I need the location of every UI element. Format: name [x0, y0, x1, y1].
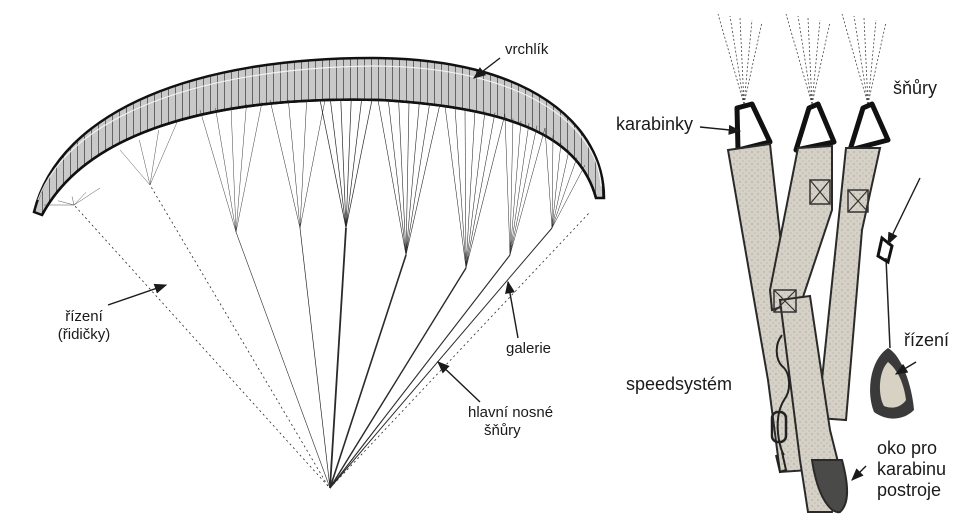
label-harness-loop-line1: oko pro [877, 438, 946, 459]
label-harness-loop-line3: postroje [877, 480, 946, 501]
label-gallery-lines: galerie [506, 340, 551, 358]
label-brakes: řízení [904, 330, 949, 351]
canopy [34, 58, 604, 215]
carabiners [737, 104, 888, 150]
label-canopy: vrchlík [505, 41, 548, 59]
label-harness-loop: oko pro karabinu postroje [877, 438, 946, 502]
label-main-lines-line1: hlavní nosné [468, 404, 553, 422]
riser-lines [718, 14, 886, 104]
label-main-lines: hlavní nosné šňůry [468, 404, 553, 439]
riser-straps [728, 144, 880, 512]
label-lines: šňůry [893, 78, 937, 99]
label-carabiners: karabinky [616, 114, 693, 135]
label-speed-system: speedsystém [626, 374, 732, 395]
label-brake-lines: řízení (řidičky) [44, 308, 124, 343]
brake-handle [870, 238, 914, 419]
label-harness-loop-line2: karabinu [877, 459, 946, 480]
label-brake-lines-line1: řízení [44, 308, 124, 326]
label-main-lines-line2: šňůry [468, 422, 553, 440]
label-brake-lines-line2: (řidičky) [44, 326, 124, 344]
